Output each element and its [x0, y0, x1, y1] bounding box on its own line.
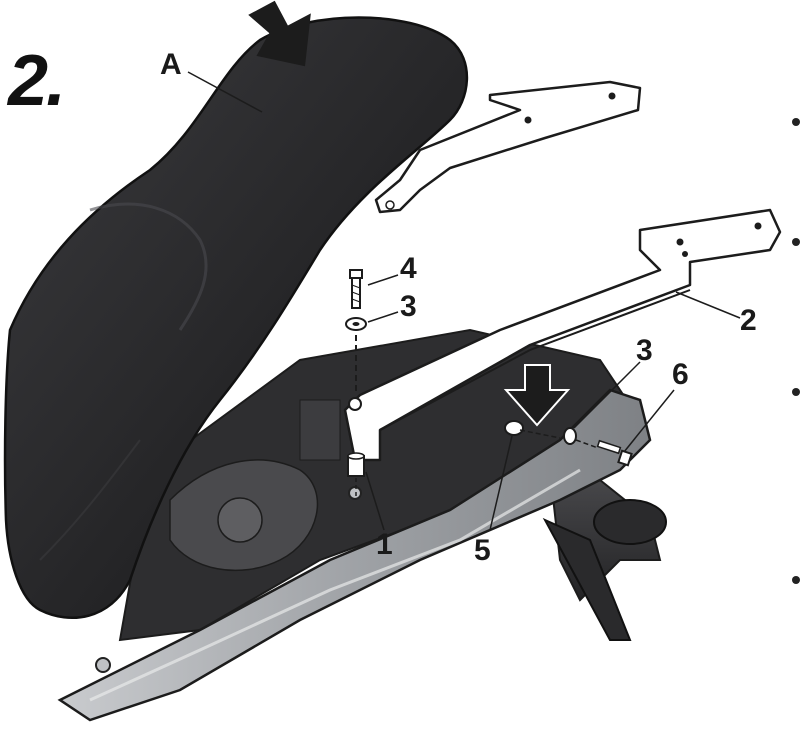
bolt — [349, 269, 363, 309]
label-part-4: 4 — [400, 252, 417, 285]
turn-signal — [593, 499, 667, 545]
side-spacer — [504, 420, 524, 436]
label-part-1: 1 — [376, 528, 393, 561]
label-part-3-right: 3 — [636, 334, 653, 367]
license-plate-holder — [542, 517, 632, 641]
side-bolt — [596, 439, 633, 467]
side-washer — [563, 427, 577, 445]
label-part-6: 6 — [672, 358, 689, 391]
bracket-mount-hole — [348, 397, 362, 411]
label-seat-a: A — [160, 48, 182, 81]
press-arrow-icon — [503, 364, 571, 427]
edge-bullet — [792, 118, 800, 126]
step-number: 2. — [8, 41, 66, 121]
rack-bracket-upper — [374, 80, 642, 214]
label-part-2: 2 — [740, 304, 757, 337]
tail-fairing — [57, 388, 652, 722]
label-part-5: 5 — [474, 534, 491, 567]
edge-bullet — [792, 388, 800, 396]
rack-bracket-lower — [343, 208, 782, 462]
fairing-screw — [95, 657, 111, 673]
spacer — [347, 452, 365, 477]
push-arrow-icon — [248, 0, 311, 67]
label-part-3-top: 3 — [400, 290, 417, 323]
edge-bullet — [792, 576, 800, 584]
seat — [3, 16, 469, 619]
edge-bullet — [792, 238, 800, 246]
